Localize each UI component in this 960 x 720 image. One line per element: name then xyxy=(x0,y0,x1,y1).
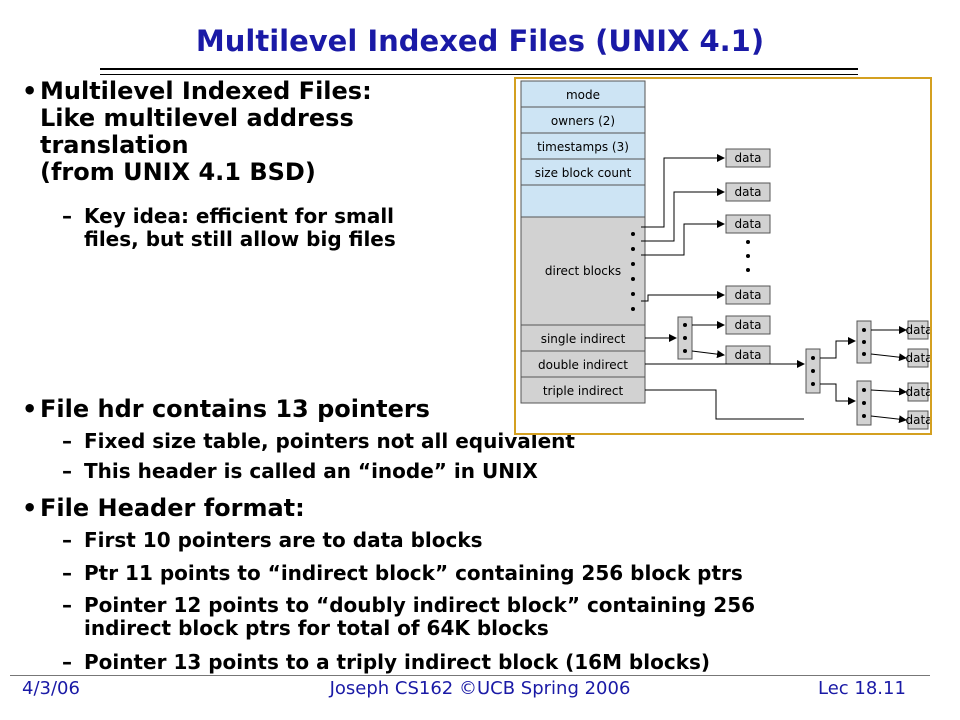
sub-key-idea: – Key idea: efficient for small files, b… xyxy=(62,204,396,251)
direct-data-blocks: data data data data data data xyxy=(725,148,771,365)
data-label: data xyxy=(734,318,761,332)
bullet-dot: • xyxy=(22,494,38,522)
sub-line: indirect block ptrs for total of 64K blo… xyxy=(84,616,549,640)
slide-title: Multilevel Indexed Files (UNIX 4.1) xyxy=(195,24,765,58)
sub-dash: – xyxy=(62,528,72,552)
single-indirect-block xyxy=(677,316,693,360)
inode-label-direct: direct blocks xyxy=(545,264,621,278)
footer-date: 4/3/06 xyxy=(22,678,80,699)
inode-cell-blank xyxy=(520,184,646,218)
sub-line: Pointer 13 points to a triply indirect b… xyxy=(84,650,711,674)
bullet-dot: • xyxy=(22,77,38,105)
sub-fixed-size: – Fixed size table, pointers not all equ… xyxy=(62,429,575,453)
sub-dash: – xyxy=(62,204,72,228)
sub-line: Key idea: efficient for small xyxy=(84,204,395,228)
bullet-line: (from UNIX 4.1 BSD) xyxy=(40,158,316,186)
indirect-data-blocks: data data data data xyxy=(905,320,930,430)
sub-dash: – xyxy=(62,429,72,453)
title-rule-bottom xyxy=(100,74,858,75)
sub-line: This header is called an “inode” in UNIX xyxy=(84,459,538,483)
sub-line: Fixed size table, pointers not all equiv… xyxy=(84,429,575,453)
sub-inode: – This header is called an “inode” in UN… xyxy=(62,459,538,483)
footer-course: Joseph CS162 ©UCB Spring 2006 xyxy=(329,678,631,699)
inode-label-single: single indirect xyxy=(541,332,626,346)
inode-label-double: double indirect xyxy=(538,358,628,372)
inode-label-owners: owners (2) xyxy=(551,114,615,128)
bullet-line: File hdr contains 13 pointers xyxy=(40,395,430,423)
sub-dash: – xyxy=(62,593,72,617)
bullet-multilevel: • Multilevel Indexed Files: Like multile… xyxy=(22,77,372,186)
sub-ptr-12: – Pointer 12 points to “doubly indirect … xyxy=(62,593,756,640)
data-label: data xyxy=(905,413,930,427)
sub-dash: – xyxy=(62,561,72,585)
sub-ptr-11: – Ptr 11 points to “indirect block” cont… xyxy=(62,561,743,585)
inode-cell-mode xyxy=(520,80,646,108)
data-label: data xyxy=(734,185,761,199)
sub-dash: – xyxy=(62,650,72,674)
ellipsis-dots-data-column xyxy=(746,240,750,272)
sub-line: Ptr 11 points to “indirect block” contai… xyxy=(84,561,743,585)
multi-indirect-arrows xyxy=(645,326,907,424)
single-indirect-arrows xyxy=(645,321,725,359)
inode-cell-owners xyxy=(520,106,646,134)
inode-label-mode: mode xyxy=(566,88,600,102)
inode-cell-triple xyxy=(520,376,646,404)
inode-diagram: mode owners (2) timestamps (3) size bloc… xyxy=(514,77,932,435)
inode-cell-direct xyxy=(520,216,646,326)
inode-label-triple: triple indirect xyxy=(543,384,624,398)
sub-first-10: – First 10 pointers are to data blocks xyxy=(62,528,483,552)
data-label: data xyxy=(905,385,930,399)
sub-line: Pointer 12 points to “doubly indirect bl… xyxy=(84,593,756,617)
inode-cell-size xyxy=(520,158,646,186)
sub-dash: – xyxy=(62,459,72,483)
bullet-header-format: • File Header format: xyxy=(22,494,305,522)
title-rule-top xyxy=(100,68,858,70)
footer-rule xyxy=(10,675,930,676)
bullet-line: Like multilevel address xyxy=(40,104,354,132)
bullet-line: Multilevel Indexed Files: xyxy=(40,77,372,105)
inode-cell-single xyxy=(520,324,646,352)
inode-column: mode owners (2) timestamps (3) size bloc… xyxy=(520,80,646,404)
inode-label-timestamps: timestamps (3) xyxy=(537,140,629,154)
sub-ptr-13: – Pointer 13 points to a triply indirect… xyxy=(62,650,711,674)
data-label: data xyxy=(734,217,761,231)
sub-line: First 10 pointers are to data blocks xyxy=(84,528,483,552)
sub-line: files, but still allow big files xyxy=(84,227,396,251)
data-label: data xyxy=(734,151,761,165)
bullet-line: File Header format: xyxy=(40,494,305,522)
data-label: data xyxy=(734,288,761,302)
double-indirect-block xyxy=(805,320,872,426)
ellipsis-dots-direct xyxy=(631,232,635,311)
inode-label-size: size block count xyxy=(535,166,632,180)
data-label: data xyxy=(905,351,930,365)
direct-arrows xyxy=(641,154,725,302)
bullet-line: translation xyxy=(40,131,189,159)
bullet-file-hdr: • File hdr contains 13 pointers xyxy=(22,395,430,423)
data-label: data xyxy=(905,323,930,337)
bullet-dot: • xyxy=(22,395,38,423)
footer-lecture: Lec 18.11 xyxy=(818,678,906,699)
data-label: data xyxy=(734,348,761,362)
